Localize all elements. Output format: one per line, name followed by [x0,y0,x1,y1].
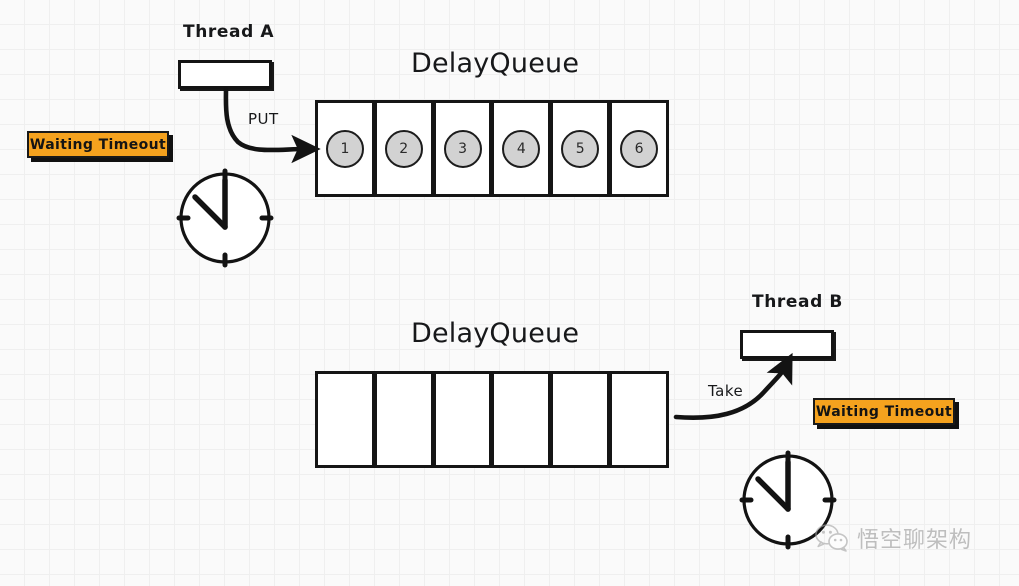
queue-top-cell[interactable]: 5 [550,100,611,197]
thread-a-label: Thread A [183,22,275,42]
watermark: 悟空聊架构 [815,522,972,554]
queue-top-token: 4 [502,129,541,168]
queue-top-token: 1 [325,129,364,168]
clock-icon-a [176,168,274,272]
queue-bottom-cell[interactable] [432,371,493,468]
queue-top-cell[interactable]: 6 [609,100,669,197]
queue-top-token: 6 [620,129,659,168]
queue-title-top: DelayQueue [411,48,580,79]
watermark-text: 悟空聊架构 [857,528,973,553]
queue-bottom-cell[interactable] [315,371,375,468]
queue-top-cell[interactable]: 1 [315,100,375,197]
clock-icon-b [739,450,837,554]
queue-top-token: 5 [561,129,600,168]
delay-queue-bottom [315,371,674,468]
thread-b-box[interactable] [740,330,834,359]
queue-top-cell[interactable]: 2 [373,100,434,197]
put-arrow-label: PUT [248,110,279,128]
queue-title-bottom: DelayQueue [411,318,580,349]
take-arrow-label: Take [708,382,744,400]
queue-top-token: 3 [443,129,482,168]
waiting-timeout-badge-b[interactable]: Waiting Timeout [813,398,955,425]
queue-top-token: 2 [384,129,423,168]
queue-top-cell[interactable]: 3 [432,100,493,197]
queue-top-cell[interactable]: 4 [491,100,552,197]
queue-bottom-cell[interactable] [373,371,434,468]
waiting-timeout-badge-a[interactable]: Waiting Timeout [27,131,169,158]
queue-bottom-cell[interactable] [609,371,669,468]
thread-b-label: Thread B [752,292,843,312]
wechat-icon [815,524,848,552]
queue-bottom-cell[interactable] [550,371,611,468]
queue-bottom-cell[interactable] [491,371,552,468]
thread-a-box[interactable] [178,60,272,89]
